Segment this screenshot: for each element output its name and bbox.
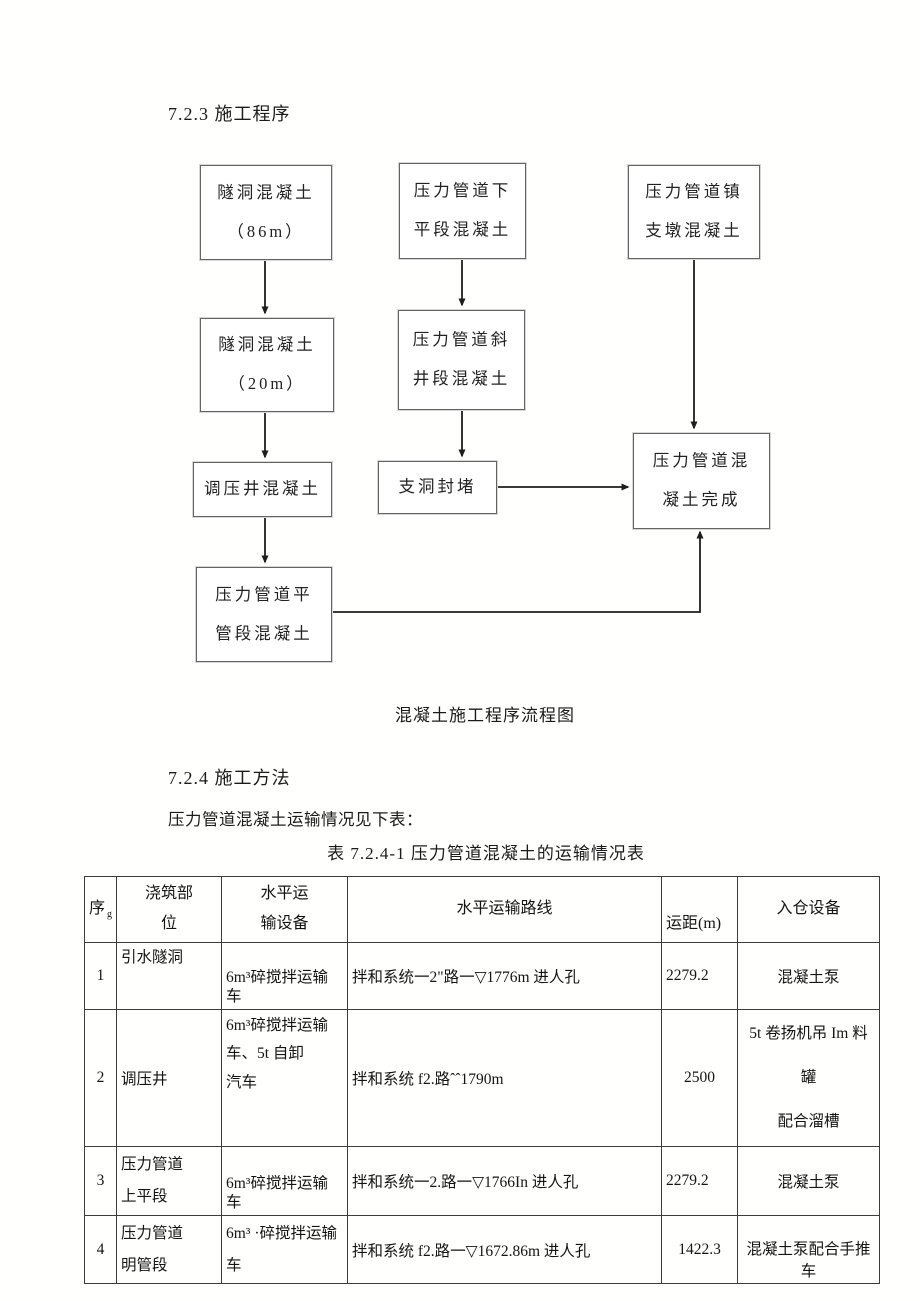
- cell-route: 拌和系统一2"路一▽1776m 进人孔: [347, 941, 662, 1010]
- header-dist: 运距(m): [661, 876, 738, 943]
- flow-box-penstock-concrete-done: 压力管道混 凝土完成: [633, 433, 770, 529]
- flow-box-adit-plugging: 支洞封堵: [378, 461, 497, 514]
- cell-part: 压力管道 上平段: [116, 1146, 222, 1216]
- header-route: 水平运输路线: [347, 876, 662, 943]
- cell-equip: 6m³碎搅拌运输车: [221, 1146, 348, 1216]
- cell-no: 2: [84, 1008, 117, 1148]
- flow-box-tunnel-concrete-86m: 隧洞混凝土 （86m）: [200, 165, 332, 260]
- cell-no: 1: [84, 941, 117, 1010]
- header-no-label: 序: [89, 900, 106, 918]
- cell-part: 引水隧洞: [116, 941, 222, 1010]
- table-row: 3 压力管道 上平段 6m³碎搅拌运输车 拌和系统一2.路一▽1766In 进人…: [84, 1146, 880, 1216]
- flow-box-surge-shaft-concrete: 调压井混凝土: [193, 462, 332, 517]
- cell-route: 拌和系统 f2.路ˆˆ1790m: [347, 1008, 662, 1148]
- cell-part: 调压井: [116, 1008, 222, 1148]
- flow-box-penstock-anchor-pier: 压力管道镇 支墩混凝土: [628, 165, 760, 259]
- arrow-flatpipe-to-done: [330, 530, 704, 613]
- cell-equip: 6m³碎搅拌运输 车、5t 自卸 汽车: [221, 1008, 348, 1148]
- cell-route: 拌和系统 f2.路一▽1672.86m 进人孔: [347, 1214, 662, 1285]
- cell-no: 4: [84, 1214, 117, 1285]
- cell-no: 3: [84, 1146, 117, 1216]
- cell-inlet: 5t 卷扬机吊 Im 料罐 配合溜槽: [737, 1008, 880, 1148]
- table-row: 4 压力管道 明管段 6m³ ·碎搅拌运输 车 拌和系统 f2.路一▽1672.…: [84, 1214, 880, 1285]
- cell-inlet: 混凝土泵: [737, 1146, 880, 1216]
- table-row: 2 调压井 6m³碎搅拌运输 车、5t 自卸 汽车 拌和系统 f2.路ˆˆ179…: [84, 1008, 880, 1148]
- section-724-heading: 7.2.4 施工方法: [168, 768, 291, 788]
- header-inlet: 入仓设备: [737, 876, 880, 943]
- intro-text: 压力管道混凝土运输情况见下表：: [168, 810, 423, 829]
- header-equip: 水平运 输设备: [221, 876, 348, 943]
- flowchart-caption: 混凝土施工程序流程图: [395, 706, 575, 725]
- table-row: 1 引水隧洞 6m³碎搅拌运输车 拌和系统一2"路一▽1776m 进人孔 227…: [84, 941, 880, 1010]
- cell-dist: 2500: [661, 1008, 738, 1148]
- cell-route: 拌和系统一2.路一▽1766In 进人孔: [347, 1146, 662, 1216]
- cell-inlet: 混凝土泵配合手推车: [737, 1214, 880, 1285]
- cell-equip: 6m³碎搅拌运输车: [221, 941, 348, 1010]
- section-723-heading: 7.2.3 施工程序: [168, 104, 291, 124]
- header-no-sub: g: [107, 909, 113, 921]
- cell-equip: 6m³ ·碎搅拌运输 车: [221, 1214, 348, 1285]
- cell-inlet: 混凝土泵: [737, 941, 880, 1010]
- flow-box-penstock-flat-pipe: 压力管道平 管段混凝土: [196, 567, 332, 662]
- cell-dist: 1422.3: [661, 1214, 738, 1285]
- flow-box-tunnel-concrete-20m: 隧洞混凝土 （20m）: [200, 318, 334, 412]
- flow-box-penstock-lower-flat: 压力管道下 平段混凝土: [399, 163, 526, 259]
- flow-box-penstock-inclined-shaft: 压力管道斜 井段混凝土: [398, 310, 525, 410]
- cell-dist: 2279.2: [661, 941, 738, 1010]
- header-part: 浇筑部 位: [116, 876, 222, 943]
- table-title: 表 7.2.4-1 压力管道混凝土的运输情况表: [327, 844, 645, 863]
- cell-part: 压力管道 明管段: [116, 1214, 222, 1285]
- cell-dist: 2279.2: [661, 1146, 738, 1216]
